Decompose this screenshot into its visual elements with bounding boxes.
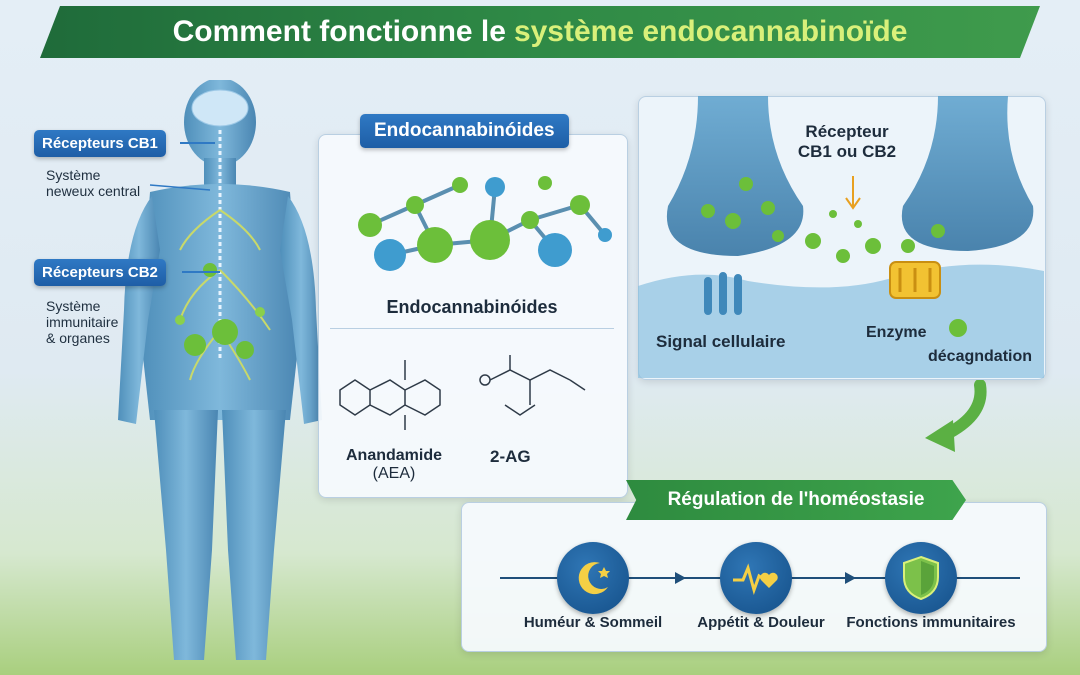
degradation-label: décagndation	[928, 348, 1033, 365]
cb2-desc-line1: Système	[46, 298, 101, 314]
homeostasis-item-label-1: Huméur & Sommeil	[523, 614, 663, 631]
appetite-pain-icon	[720, 542, 792, 614]
heartbeat-icon	[733, 563, 778, 595]
enzyme-label: Enzyme	[866, 324, 927, 341]
receptor-line2: CB1 ou CB2	[797, 142, 897, 161]
cb2-desc-line2: immunitaire	[46, 314, 119, 330]
cb2-description: Système immunitaire & organes	[46, 298, 118, 346]
cb1-label: Récepteurs CB1	[34, 130, 166, 157]
mood-sleep-icon	[557, 542, 629, 614]
anandamide-label: Anandamide (AEA)	[338, 447, 450, 483]
endocannabinoid-panel	[318, 134, 628, 498]
anandamide-line1: Anandamide	[345, 447, 442, 464]
homeostasis-item-label-2: Appétit & Douleur	[697, 614, 825, 631]
human-body-figure	[100, 80, 340, 675]
cb1-desc-line1: Système	[46, 167, 101, 183]
moon-icon	[578, 562, 610, 595]
immune-icon	[885, 542, 957, 614]
homeostasis-item-label-3: Fonctions immunitaires	[846, 614, 1016, 631]
molecule-network	[358, 176, 612, 271]
title-part2: système endocannabinoïde	[513, 15, 908, 48]
two-ag-label: 2-AG	[490, 447, 531, 466]
cb2-label: Récepteurs CB2	[34, 259, 166, 286]
cb1-description: Système neweux central	[46, 167, 140, 199]
panel-divider	[330, 328, 614, 329]
anandamide-line2: (AEA)	[372, 465, 416, 482]
title-banner: Comment fonctionne le système endocannab…	[40, 6, 1040, 58]
homeostasis-tag: Régulation de l'homéostasie	[626, 480, 966, 520]
endocannabinoid-tag: Endocannabinóides	[360, 114, 569, 148]
chemical-structures	[339, 355, 586, 430]
cb1-desc-line2: neweux central	[46, 183, 141, 199]
molecule-caption: Endocannabinóides	[386, 297, 558, 317]
synapse-diagram	[638, 96, 1044, 378]
receptor-label: Récepteur CB1 ou CB2	[792, 122, 902, 162]
shield-icon	[903, 555, 939, 601]
title-part1: Comment fonctionne le	[172, 15, 506, 48]
receptor-line1: Récepteur	[805, 122, 889, 141]
signal-label: Signal cellulaire	[656, 332, 786, 351]
cb2-desc-line3: & organes	[46, 330, 110, 346]
flow-arrow-icon	[925, 380, 987, 452]
